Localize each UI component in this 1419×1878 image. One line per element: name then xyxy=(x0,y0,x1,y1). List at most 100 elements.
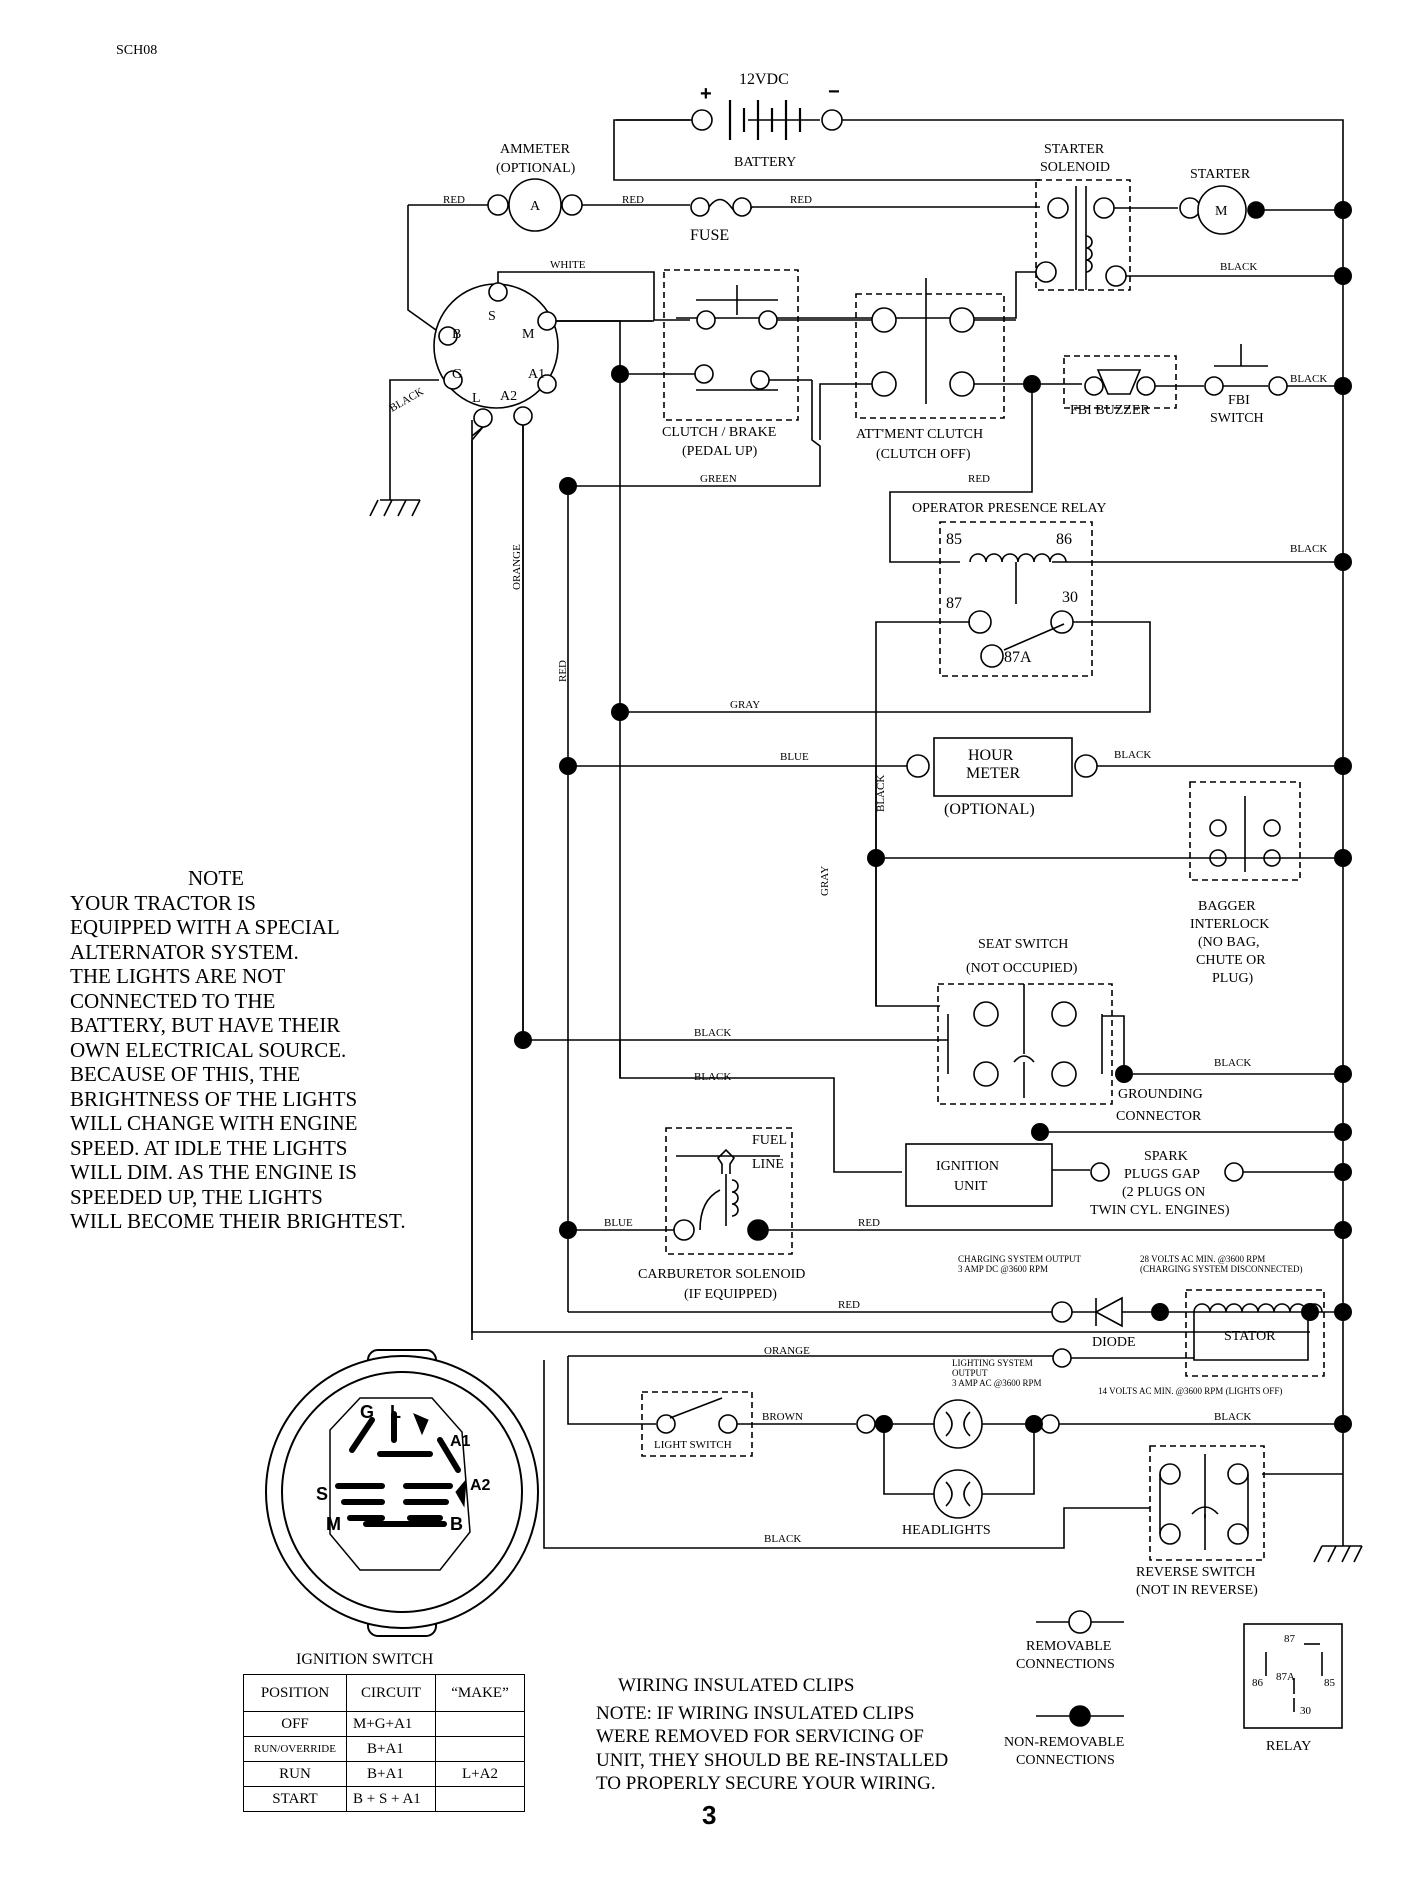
ign-sym-L: L xyxy=(390,1402,401,1422)
col-circuit: CIRCUIT xyxy=(346,1674,436,1712)
reverse-switch-label-1: REVERSE SWITCH xyxy=(1136,1565,1255,1580)
grounding-connector-label-2: CONNECTOR xyxy=(1116,1109,1202,1124)
note-line: WILL BECOME THEIR BRIGHTEST. xyxy=(70,1209,406,1233)
lighting-output-label-1: LIGHTING SYSTEM xyxy=(952,1358,1033,1368)
clips-note-line: NOTE: IF WIRING INSULATED CLIPS xyxy=(596,1702,915,1724)
wire-blue-hour: BLUE xyxy=(780,751,809,763)
fbi-switch-label-2: SWITCH xyxy=(1210,411,1264,426)
ignition-switch-symbol xyxy=(265,1349,539,1637)
col-make: “MAKE” xyxy=(435,1674,525,1712)
ammeter-optional: (OPTIONAL) xyxy=(496,161,576,176)
note-line: WILL DIM. AS THE ENGINE IS xyxy=(70,1160,357,1184)
ign-sym-M: M xyxy=(326,1514,341,1534)
carb-solenoid-label-2: (IF EQUIPPED) xyxy=(684,1287,777,1302)
terminal-L: L xyxy=(472,391,481,406)
spark-plugs-label-3: (2 PLUGS ON xyxy=(1122,1185,1205,1200)
wire-gray: GRAY xyxy=(730,699,760,711)
legend-removable-2: CONNECTIONS xyxy=(1016,1657,1115,1672)
volts-14-label: 14 VOLTS AC MIN. @3600 RPM (LIGHTS OFF) xyxy=(1098,1386,1282,1396)
note-line: BECAUSE OF THIS, THE xyxy=(70,1062,301,1086)
hour-meter-optional: (OPTIONAL) xyxy=(944,801,1035,818)
wire-black-seat-2: BLACK xyxy=(694,1071,731,1083)
lighting-output-label-3: 3 AMP AC @3600 RPM xyxy=(952,1378,1041,1388)
wire-black-starter: BLACK xyxy=(1220,261,1257,273)
wire-brown: BROWN xyxy=(762,1411,803,1423)
seat-switch-label-2: (NOT OCCUPIED) xyxy=(966,961,1078,976)
volts-28-label-1: 28 VOLTS AC MIN. @3600 RPM xyxy=(1140,1254,1265,1264)
fbi-buzzer-label: FBI BUZZER xyxy=(1070,403,1150,418)
operator-relay-label: OPERATOR PRESENCE RELAY xyxy=(912,501,1106,516)
relay-terminal-30: 30 xyxy=(1062,589,1078,606)
row-make xyxy=(435,1786,525,1812)
carb-solenoid-label-1: CARBURETOR SOLENOID xyxy=(638,1267,805,1282)
ammeter-label: AMMETER xyxy=(500,142,571,157)
wire-black-reverse: BLACK xyxy=(764,1533,801,1545)
row-make xyxy=(435,1736,525,1762)
relay-terminal-85: 85 xyxy=(946,531,962,548)
ignition-switch-table: POSITION CIRCUIT “MAKE” OFF M+G+A1 RUN/O… xyxy=(243,1674,525,1812)
attachment-clutch-label-1: ATT'MENT CLUTCH xyxy=(856,427,983,442)
note-line: YOUR TRACTOR IS xyxy=(70,890,256,915)
legend-non-removable-1: NON-REMOVABLE xyxy=(1004,1735,1124,1750)
terminal-S: S xyxy=(488,309,496,324)
row-circuit: B+A1 xyxy=(346,1761,436,1787)
fuel-line-label-2: LINE xyxy=(752,1157,784,1172)
wire-orange-lighting: ORANGE xyxy=(764,1345,810,1357)
note-line: OWN ELECTRICAL SOURCE. xyxy=(70,1037,347,1062)
clutch-brake-label-1: CLUTCH / BRAKE xyxy=(662,425,776,440)
ignition-switch-terminal-block xyxy=(433,282,559,428)
light-switch-label: LIGHT SWITCH xyxy=(654,1439,732,1451)
starter-solenoid-label-1: STARTER xyxy=(1044,142,1105,157)
wire-red-3: RED xyxy=(790,194,812,206)
headlights-label: HEADLIGHTS xyxy=(902,1523,991,1538)
wire-black-vertical: BLACK xyxy=(875,775,887,812)
terminal-G: G xyxy=(452,367,462,382)
spark-plugs-label-1: SPARK xyxy=(1144,1149,1188,1164)
hour-meter-label-1: HOUR xyxy=(968,747,1014,764)
table-row: RUN/OVERRIDE B+A1 xyxy=(243,1736,525,1762)
stator-label: STATOR xyxy=(1224,1329,1276,1344)
wire-white: WHITE xyxy=(550,259,586,271)
ign-sym-S: S xyxy=(316,1484,328,1504)
relay-terminal-87: 87 xyxy=(946,595,962,612)
wiring-clips-note: WIRING INSULATED CLIPS NOTE: IF WIRING I… xyxy=(596,1674,948,1796)
volts-28-label-2: (CHARGING SYSTEM DISCONNECTED) xyxy=(1140,1264,1303,1274)
wire-black-relay: BLACK xyxy=(1290,543,1327,555)
wire-red-1: RED xyxy=(443,194,465,206)
wire-black-seat-1: BLACK xyxy=(694,1027,731,1039)
reverse-switch-label-2: (NOT IN REVERSE) xyxy=(1136,1583,1258,1598)
legend-relay-87: 87 xyxy=(1284,1633,1296,1645)
wire-red-vertical: RED xyxy=(557,660,569,682)
starter-motor-symbol xyxy=(1197,185,1247,235)
spark-plugs-label-4: TWIN CYL. ENGINES) xyxy=(1090,1203,1230,1218)
diode-label: DIODE xyxy=(1092,1335,1136,1350)
attachment-clutch-label-2: (CLUTCH OFF) xyxy=(876,447,971,462)
relay-terminal-86: 86 xyxy=(1056,531,1072,548)
bagger-label-3: (NO BAG, xyxy=(1198,935,1259,950)
ammeter-symbol-text: A xyxy=(530,199,541,214)
battery-plus: + xyxy=(700,83,712,105)
note-title: NOTE xyxy=(188,866,244,890)
terminal-M: M xyxy=(522,327,535,342)
note-line: CONNECTED TO THE xyxy=(70,988,276,1013)
legend-relay-86: 86 xyxy=(1252,1677,1264,1689)
row-position: START xyxy=(243,1786,347,1812)
legend-non-removable-2: CONNECTIONS xyxy=(1016,1753,1115,1768)
legend-relay-30: 30 xyxy=(1300,1705,1312,1717)
ign-sym-A1: A1 xyxy=(450,1433,471,1450)
bagger-label-2: INTERLOCK xyxy=(1190,917,1269,932)
wire-black-ground: BLACK xyxy=(388,386,426,415)
legend-removable-1: REMOVABLE xyxy=(1026,1639,1111,1654)
table-row: OFF M+G+A1 xyxy=(243,1711,525,1737)
page-number: 3 xyxy=(702,1800,717,1830)
terminal-A1: A1 xyxy=(528,367,545,382)
hour-meter-label-2: METER xyxy=(966,765,1021,782)
battery-minus: − xyxy=(828,81,840,103)
wire-green: GREEN xyxy=(700,473,737,485)
wire-red-2: RED xyxy=(622,194,644,206)
row-make: L+A2 xyxy=(435,1761,525,1787)
clips-note-line: UNIT, THEY SHOULD BE RE-INSTALLED xyxy=(596,1749,949,1771)
wire-red-carb: RED xyxy=(858,1217,880,1229)
clips-note-line: WERE REMOVED FOR SERVICING OF xyxy=(596,1726,924,1747)
